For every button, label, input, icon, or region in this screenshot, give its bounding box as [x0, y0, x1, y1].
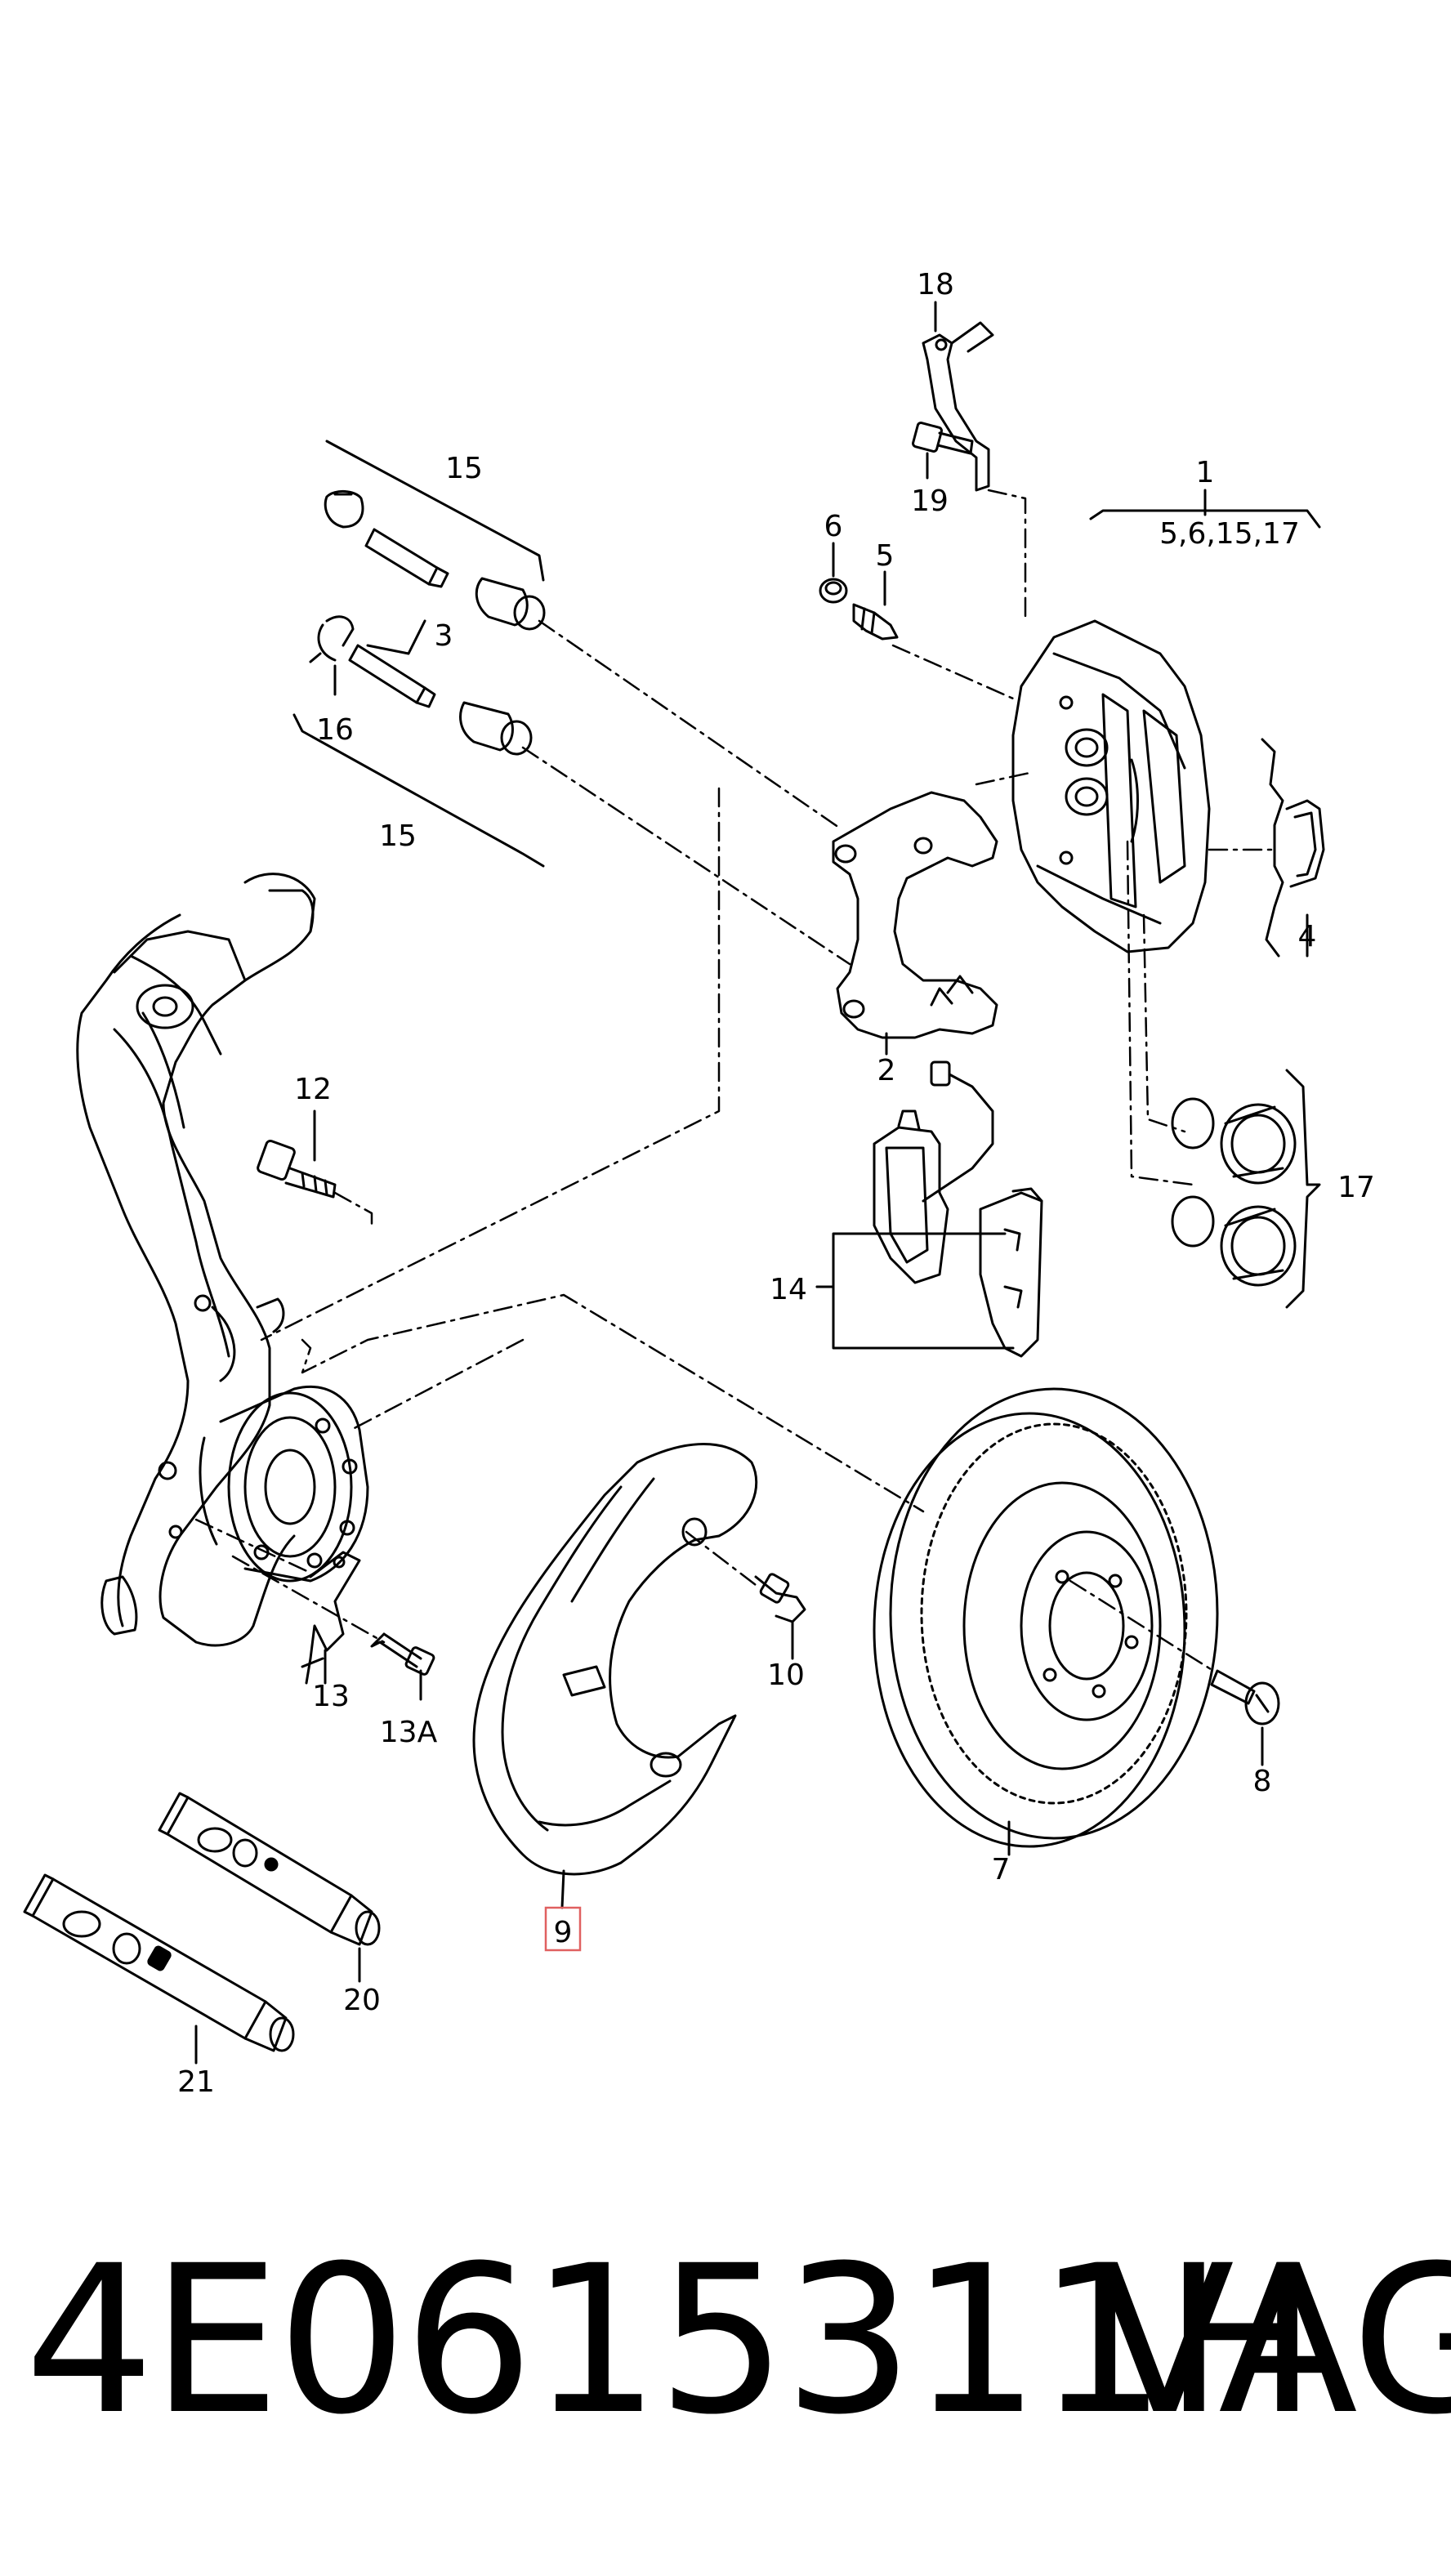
- bleed-cap-6: [819, 578, 848, 604]
- guide-pin-set-upper: [324, 490, 546, 631]
- callout-15-upper: 15: [445, 452, 483, 485]
- brake-pad-outer: [979, 1187, 1043, 1358]
- wheel-hub: [199, 1385, 369, 1583]
- pad-retaining-spring: [1261, 738, 1325, 958]
- caliper-carrier: [832, 791, 998, 1039]
- brake-pad-inner: [873, 1109, 949, 1284]
- callout-3: 3: [435, 619, 453, 653]
- steering-knuckle: [76, 873, 316, 1647]
- grease-tube-21: [23, 1873, 295, 2052]
- callout-10: 10: [767, 1659, 805, 1692]
- callout-18: 18: [917, 268, 954, 301]
- brake-disc: [873, 1387, 1219, 1848]
- callout-1-sub: 5,6,15,17: [1159, 517, 1300, 551]
- callout-1: 1: [1196, 456, 1215, 489]
- callout-7: 7: [992, 1853, 1011, 1886]
- callout-20: 20: [343, 1984, 381, 2017]
- disc-screw-8: [1210, 1669, 1280, 1726]
- callout-13a: 13A: [380, 1716, 438, 1749]
- bleed-screw-5: [852, 603, 899, 641]
- brand-label: VAG: [1095, 2221, 1451, 2459]
- wear-sensor: [922, 1060, 994, 1203]
- callout-9: 9: [554, 1916, 573, 1949]
- assembly-lines: [194, 489, 1276, 1672]
- part-number: 4E0615311H: [25, 2221, 1317, 2459]
- bolt-19: [912, 422, 974, 455]
- callout-13: 13: [312, 1680, 350, 1713]
- callout-16: 16: [316, 713, 354, 747]
- bolt-13A: [370, 1632, 435, 1676]
- callout-2: 2: [877, 1054, 896, 1087]
- guide-pin-set-lower: [309, 615, 533, 756]
- bolt-12: [257, 1139, 337, 1199]
- piston-seal-set: [1171, 1097, 1297, 1287]
- brake-caliper: [1011, 619, 1211, 953]
- highlight-box-9: [544, 1906, 582, 1952]
- grouping-brackets: [292, 440, 1321, 1350]
- callout-5: 5: [876, 539, 895, 573]
- leader-lines: [194, 301, 1309, 2065]
- callout-15-lower: 15: [379, 819, 417, 853]
- brake-splash-shield: [472, 1443, 758, 1876]
- exploded-brake-diagram: 1 5,6,15,17 2 3 4 5 6 7 8 9 10 12 13 13A…: [23, 268, 1375, 2099]
- callout-6: 6: [824, 510, 843, 543]
- callout-12: 12: [294, 1073, 332, 1106]
- bolt-10: [754, 1573, 806, 1623]
- callout-4: 4: [1298, 920, 1317, 953]
- callout-21: 21: [177, 2065, 215, 2099]
- callout-8: 8: [1253, 1765, 1272, 1798]
- callout-14: 14: [770, 1273, 807, 1306]
- sensor-bracket-18: [922, 321, 994, 492]
- callout-19: 19: [911, 484, 949, 518]
- callout-17: 17: [1337, 1171, 1375, 1204]
- grease-tube-20: [158, 1792, 381, 1946]
- callout-labels: 1 5,6,15,17 2 3 4 5 6 7 8 9 10 12 13 13A…: [177, 268, 1375, 2099]
- bracket-13: [301, 1551, 361, 1685]
